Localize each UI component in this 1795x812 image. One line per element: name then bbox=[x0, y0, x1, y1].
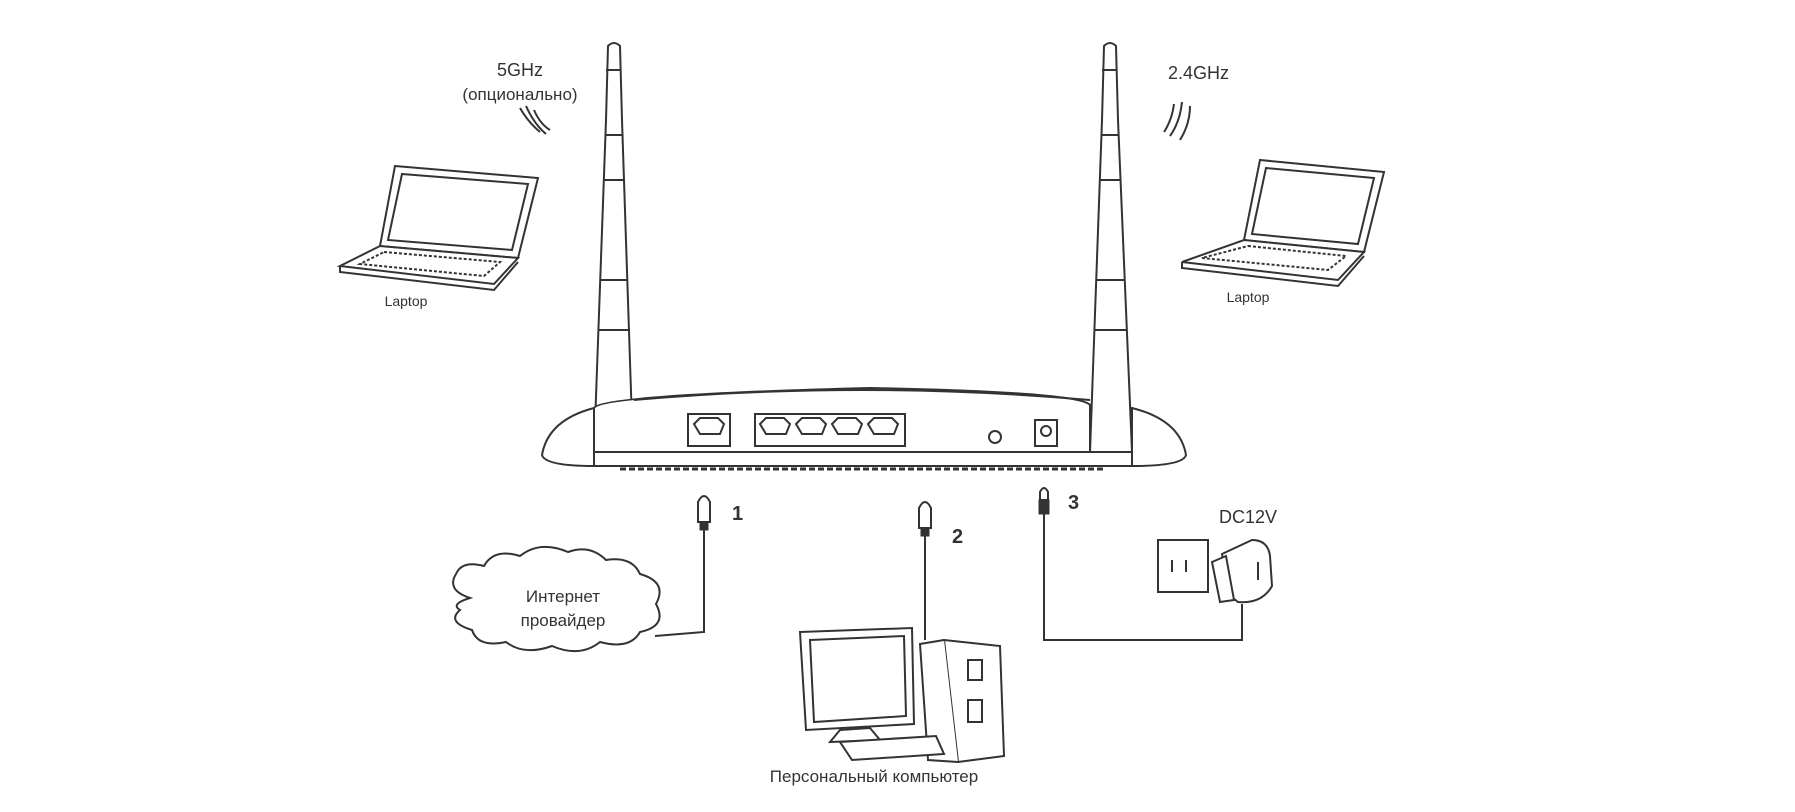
antenna-5ghz-note: (опционально) bbox=[462, 85, 577, 104]
internet-cloud-icon bbox=[452, 545, 661, 653]
antenna-5ghz-label: 5GHz bbox=[497, 60, 543, 80]
right-antenna bbox=[1088, 42, 1134, 453]
connection-3-label: 3 bbox=[1068, 492, 1079, 514]
left-antenna bbox=[592, 42, 635, 453]
power-jack bbox=[1034, 419, 1058, 447]
laptop-left-label: Laptop bbox=[385, 293, 428, 309]
antenna-24ghz-label: 2.4GHz bbox=[1168, 63, 1229, 83]
wan-port bbox=[687, 413, 731, 447]
laptop-right-icon bbox=[1181, 158, 1386, 288]
lan-cable bbox=[918, 501, 932, 640]
power-label: DC12V bbox=[1219, 507, 1277, 527]
connection-1-label: 1 bbox=[732, 503, 743, 525]
laptop-left-icon bbox=[336, 164, 540, 292]
wps-button bbox=[988, 430, 1002, 444]
wifi-waves-left-icon bbox=[519, 105, 551, 135]
internet-label-line1: Интернет bbox=[526, 587, 600, 606]
pc-label: Персональный компьютер bbox=[770, 767, 978, 786]
power-cable bbox=[1038, 487, 1243, 641]
wifi-waves-right-icon bbox=[1163, 101, 1191, 141]
connection-2-label: 2 bbox=[952, 526, 963, 548]
personal-computer-icon bbox=[798, 626, 1006, 764]
router bbox=[540, 386, 1188, 471]
power-adapter-icon bbox=[1157, 538, 1274, 604]
laptop-right-label: Laptop bbox=[1227, 289, 1270, 305]
wan-cable bbox=[654, 495, 711, 637]
internet-label-line2: провайдер bbox=[521, 611, 606, 630]
lan-ports bbox=[754, 413, 906, 447]
